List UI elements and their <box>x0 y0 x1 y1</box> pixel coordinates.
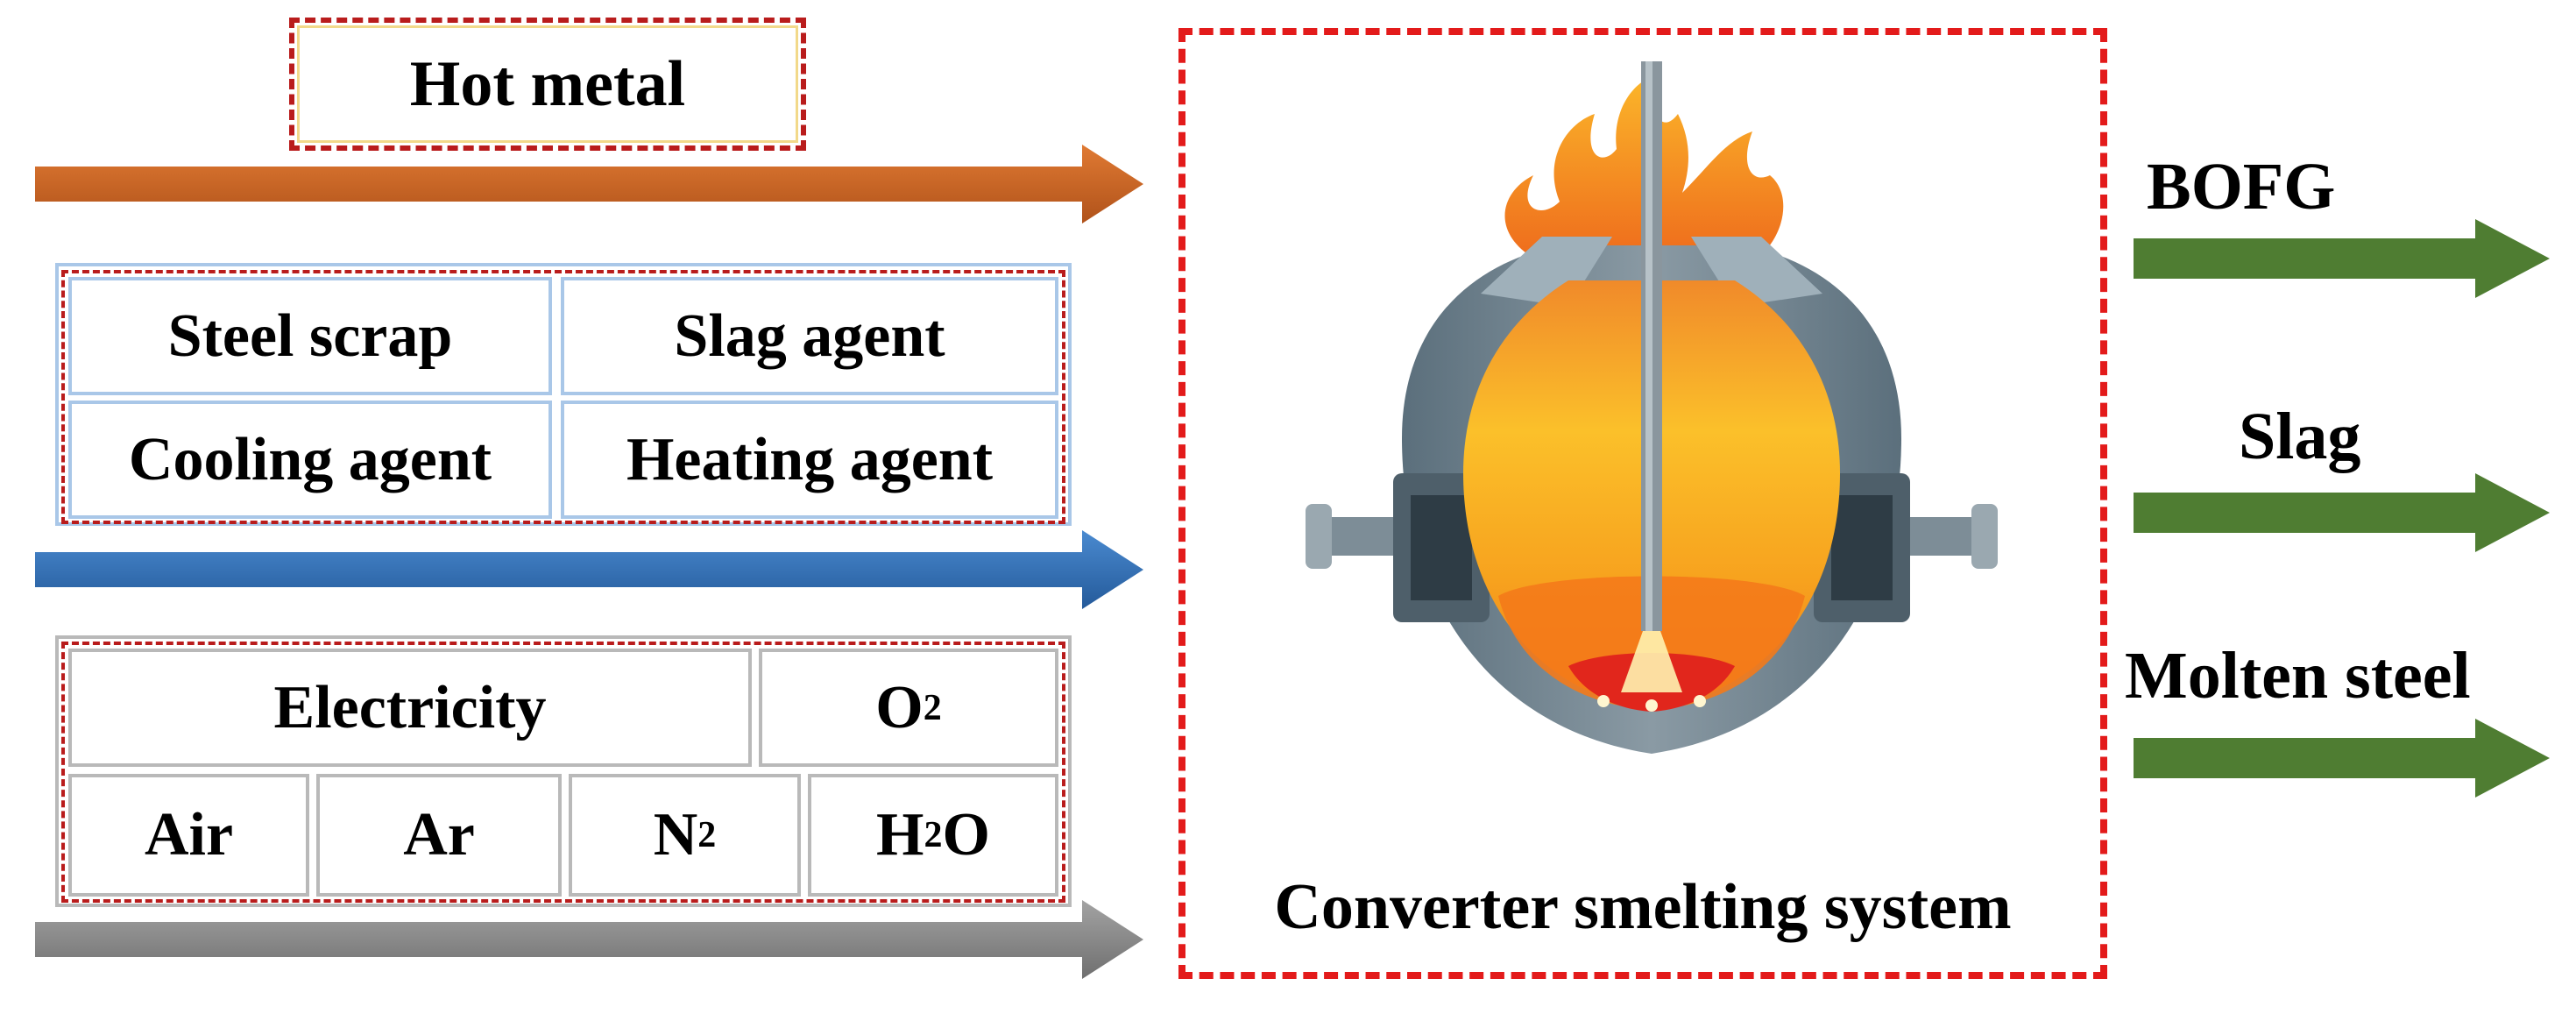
gas-ar: Ar <box>316 774 562 897</box>
hot-metal-arrow <box>35 145 1143 223</box>
output-molten-steel-arrow <box>2134 719 2550 798</box>
n2-sub: 2 <box>697 815 717 855</box>
materials-arrow <box>35 530 1143 609</box>
materials-group <box>61 270 1065 524</box>
energy-arrow <box>35 900 1143 979</box>
material-steel-scrap: Steel scrap <box>68 277 552 395</box>
h2o-h: H <box>876 801 924 869</box>
h2o-o: O <box>942 801 990 869</box>
energy-electricity: Electricity <box>68 649 752 767</box>
materials-group-outline <box>55 263 1072 526</box>
hot-metal-label: Hot metal <box>409 47 686 120</box>
energy-group <box>61 642 1065 903</box>
o2-main: O <box>875 673 924 741</box>
h2o-sub: 2 <box>924 815 943 855</box>
output-bofg-label: BOFG <box>2147 150 2336 223</box>
converter-system-boundary <box>1178 28 2107 979</box>
converter-system-label: Converter smelting system <box>1274 870 2012 943</box>
n2-main: N <box>653 801 698 869</box>
output-bofg-arrow <box>2134 219 2550 298</box>
material-slag-agent: Slag agent <box>561 277 1058 395</box>
output-molten-steel-label: Molten steel <box>2125 639 2471 713</box>
material-cooling-agent: Cooling agent <box>68 401 552 519</box>
gas-air: Air <box>68 774 309 897</box>
converter-illustration <box>1306 61 1998 754</box>
hot-metal-box <box>289 18 806 151</box>
o2-sub: 2 <box>923 687 942 728</box>
material-heating-agent: Heating agent <box>561 401 1058 519</box>
energy-group-outline <box>55 635 1072 907</box>
output-slag-arrow <box>2134 473 2550 552</box>
output-slag-label: Slag <box>2239 400 2361 473</box>
